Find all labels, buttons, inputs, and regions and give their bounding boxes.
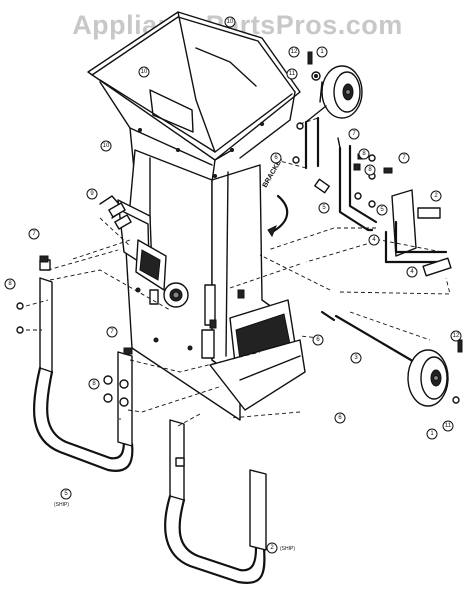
svg-text:1: 1 [320,49,324,55]
callout-4-lower: 4 [406,266,418,278]
callout-3: 3 [350,352,362,364]
svg-text:1: 1 [430,431,434,437]
callout-8-left: 8 [4,278,16,290]
callout-7-right: 7 [398,152,410,164]
callout-6-mid: 6 [312,334,324,346]
callout-2-leg: 2 [266,542,278,554]
svg-text:2: 2 [434,193,438,199]
svg-text:10: 10 [141,69,148,75]
callout-body: 10 [100,140,112,152]
svg-text:7: 7 [110,329,114,335]
callout-11-top: 11 [286,68,298,80]
right-leg-note: (SHIP) [280,546,295,552]
svg-text:6: 6 [274,155,278,161]
svg-text:4: 4 [372,237,376,243]
wheel-top [307,51,363,119]
svg-text:8: 8 [362,151,366,157]
bracket: BRACKET [262,155,289,238]
callout-5-upper: 5 [318,202,330,214]
left-hardware [39,195,133,407]
svg-text:5: 5 [64,491,68,497]
svg-text:10: 10 [103,143,110,149]
callout-7-upper: 7 [348,128,360,140]
svg-text:8: 8 [368,167,372,173]
svg-text:7: 7 [32,231,36,237]
svg-text:8: 8 [8,281,12,287]
callout-hopper-inner: 10 [138,66,150,78]
callouts: 10 10 10 12 11 1 7 7 6 8 8 5 5 2 4 4 9 7… [4,16,462,554]
svg-text:11: 11 [289,71,296,77]
callout-6-lower: 6 [334,412,346,424]
svg-text:6: 6 [316,337,320,343]
hopper [87,11,301,183]
callout-9-left: 9 [86,188,98,200]
callout-7-left: 7 [28,228,40,240]
left-leg [16,259,134,472]
svg-text:2: 2 [270,545,274,551]
callout-11-lower: 11 [442,420,454,432]
callout-8-lower-left: 8 [88,378,100,390]
callout-hopper-top: 10 [224,16,236,28]
callout-12-lower: 12 [450,330,462,342]
svg-text:10: 10 [227,19,234,25]
svg-text:9: 9 [90,191,94,197]
callout-2-upper: 2 [430,190,442,202]
leader-lines [25,117,451,427]
svg-text:5: 5 [380,207,384,213]
svg-text:12: 12 [291,49,298,55]
svg-text:3: 3 [354,355,358,361]
svg-text:4: 4 [410,269,414,275]
axle-assembly [292,105,452,277]
svg-text:11: 11 [445,423,452,429]
svg-text:7: 7 [402,155,406,161]
svg-text:6: 6 [338,415,342,421]
lower-axle [320,310,463,407]
callout-7-mid: 7 [106,326,118,338]
callout-4-upper: 4 [368,234,380,246]
svg-text:5: 5 [322,205,326,211]
svg-text:8: 8 [92,381,96,387]
callout-8-upper-a: 8 [358,148,370,160]
callout-1-lower: 1 [426,428,438,440]
callout-5-leg: 5 [60,488,72,500]
shredder-body [117,149,306,421]
left-leg-note: (SHIP) [54,502,69,508]
callout-12-top: 12 [288,46,300,58]
callout-1-top: 1 [316,46,328,58]
callout-8-upper-b: 8 [364,164,376,176]
right-leg [164,419,267,584]
callout-6-upper: 6 [270,152,282,164]
svg-text:7: 7 [352,131,356,137]
svg-text:12: 12 [453,333,460,339]
callout-5-right: 5 [376,204,388,216]
